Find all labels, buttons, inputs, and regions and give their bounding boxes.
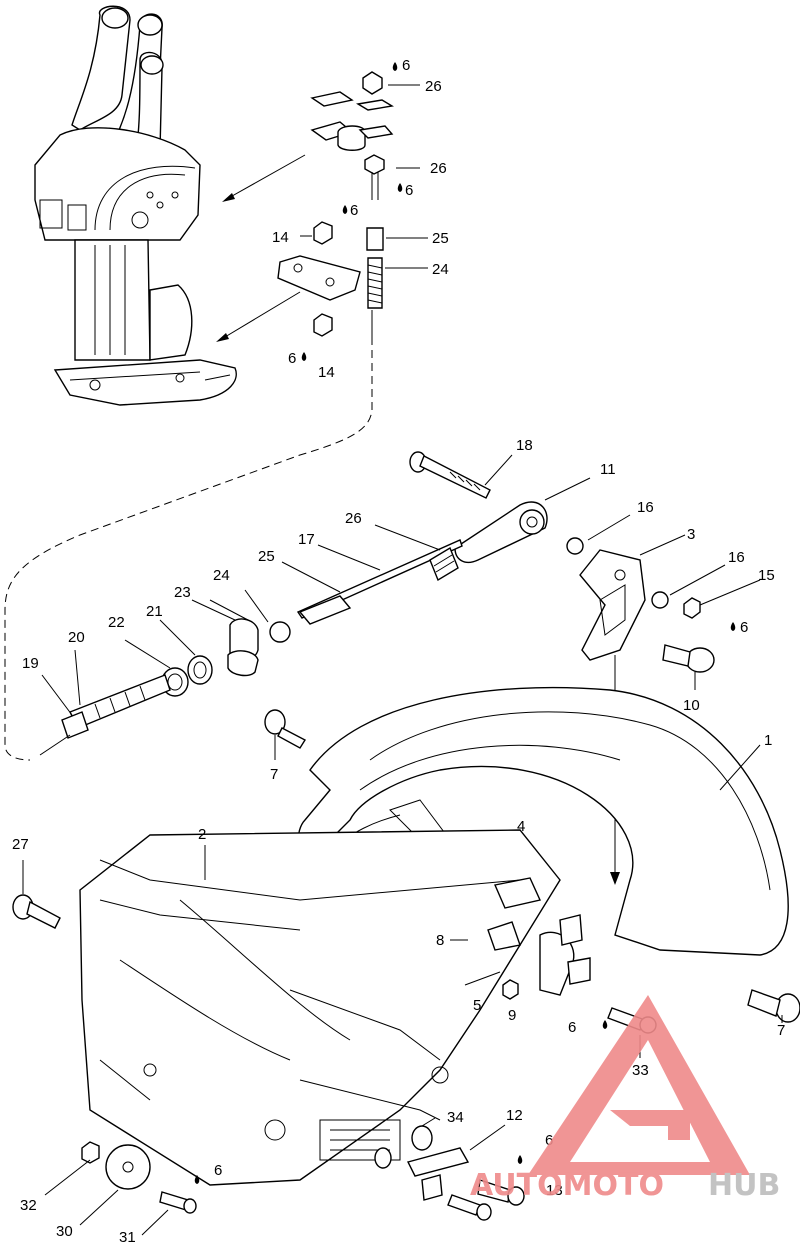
callout-12: 12 [506,1107,523,1124]
callout-30: 30 [56,1223,73,1240]
callout-6: 6 [288,350,296,367]
callout-27: 27 [12,836,29,853]
callout-31: 31 [119,1229,136,1246]
callout-20: 20 [68,629,85,646]
callout-11: 11 [600,461,616,478]
callout-5: 5 [473,997,481,1014]
callout-33: 33 [632,1062,649,1079]
assembly-arrows [216,154,306,342]
callout-19: 19 [22,655,39,672]
callout-6: 6 [402,57,410,74]
callout-24: 24 [432,261,449,278]
callout-21: 21 [146,603,163,620]
callout-16: 16 [637,499,654,516]
callout-labels: 6 26 26 6 6 14 25 24 6 14 18 11 26 16 17… [12,57,785,1246]
callout-14: 14 [272,229,289,246]
watermark-logo: AUTOMOTO HUB [470,995,780,1203]
drop-icon [517,1155,523,1164]
callout-13: 13 [546,1182,563,1199]
drop-icon [397,183,403,192]
callout-16: 16 [728,549,745,566]
drop-icon [342,205,348,214]
callout-34: 34 [447,1109,464,1126]
callout-26: 26 [430,160,447,177]
callout-3: 3 [687,526,695,543]
callout-9: 9 [508,1007,516,1024]
callout-6: 6 [405,182,413,199]
lubricant-drop-icons [194,62,736,1184]
callout-32: 32 [20,1197,37,1214]
callout-14: 14 [318,364,335,381]
drop-icon [194,1175,200,1184]
callout-7: 7 [270,766,278,783]
callout-2: 2 [198,826,206,843]
upper-hardware-stack [277,71,394,345]
main-housing [79,829,561,1186]
callout-25: 25 [258,548,275,565]
callout-4: 4 [517,818,525,835]
callout-18: 18 [516,437,533,454]
callout-1: 1 [764,732,772,749]
callout-17: 17 [298,531,315,548]
control-lever-assembly [34,5,237,406]
callout-6: 6 [545,1132,553,1149]
callout-6: 6 [740,619,748,636]
callout-25: 25 [432,230,449,247]
callout-15: 15 [758,567,775,584]
callout-6: 6 [568,1019,576,1036]
callout-24: 24 [213,567,230,584]
drop-icon [392,62,398,71]
engine-cover [297,686,789,956]
callout-26: 26 [425,78,442,95]
watermark-text-secondary: HUB [708,1168,780,1203]
watermark-triangle-icon [528,995,750,1175]
watermark-inner-mark-icon [610,1110,690,1140]
callout-23: 23 [174,584,191,601]
callout-26: 26 [345,510,362,527]
callout-6: 6 [214,1162,222,1179]
drop-icon [602,1020,608,1029]
callout-22: 22 [108,614,125,631]
callout-7: 7 [777,1022,785,1039]
callout-10: 10 [683,697,700,714]
drop-icon [301,352,307,361]
linkage-assembly [39,451,715,885]
cable-routing-path [4,350,373,761]
watermark-text-primary: AUTOMOTO [470,1168,664,1203]
callout-8: 8 [436,932,444,949]
callout-6: 6 [350,202,358,219]
drop-icon [730,622,736,631]
leader-lines [22,84,783,1236]
